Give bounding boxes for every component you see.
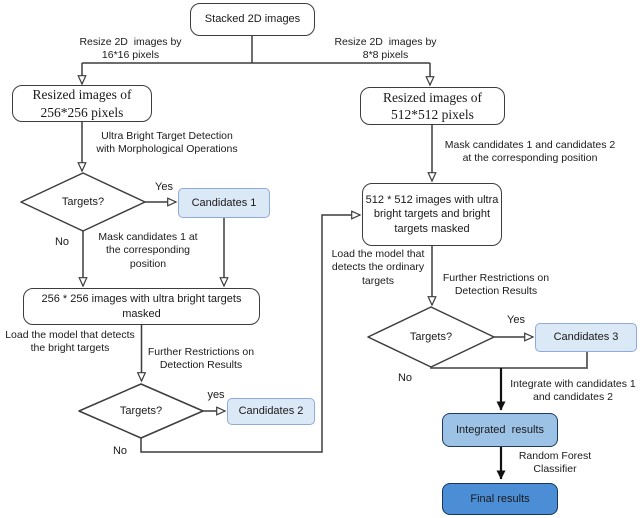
decision-1-label: Targets?: [61, 196, 105, 208]
no-label-3: No: [397, 372, 413, 384]
yes-label-2: yes: [207, 389, 225, 401]
edge-label-integrate: Integrate with candidates 1 and candidat…: [510, 378, 636, 404]
edge-label-resize-8: Resize 2D images by 8*8 pixels: [334, 36, 437, 62]
no-label-2: No: [112, 445, 128, 457]
node-final-results: Final results: [442, 483, 558, 515]
no-label-1: No: [54, 236, 70, 248]
edge-label-further-restrictions-2: Further Restrictions on Detection Result…: [442, 272, 550, 298]
decision-diamond-3: [367, 306, 495, 368]
node-masked-512: 512 * 512 images with ultra bright targe…: [362, 183, 502, 246]
edge-label-random-forest: Random Forest Classifier: [518, 450, 592, 476]
edge-label-mask-candidates-1-2: Mask candidates 1 and candidates 2 at th…: [444, 139, 616, 165]
decision-diamond-2: [78, 383, 204, 439]
node-resized-512: Resized images of 512*512 pixels: [360, 87, 505, 125]
node-candidates-2: Candidates 2: [227, 398, 315, 425]
node-integrated-results: Integrated results: [442, 413, 558, 447]
edge-label-mask-candidates-1: Mask candidates 1 at the corresponding p…: [98, 231, 198, 270]
decision-3-label: Targets?: [409, 331, 453, 343]
yes-label-3: Yes: [507, 314, 525, 326]
edge-label-ultra-bright-detection: Ultra Bright Target Detection with Morph…: [96, 130, 238, 156]
node-candidates-3: Candidates 3: [535, 323, 637, 352]
node-masked-256: 256 * 256 images with ultra bright targe…: [23, 288, 260, 325]
node-stacked-2d-images: Stacked 2D images: [190, 3, 315, 36]
edge-label-load-bright-model: Load the model that detects the bright t…: [5, 329, 135, 355]
edge-label-resize-16: Resize 2D images by 16*16 pixels: [79, 36, 182, 62]
decision-2-label: Targets?: [119, 405, 163, 417]
node-candidates-1: Candidates 1: [178, 188, 270, 218]
edge-label-further-restrictions-1: Further Restrictions on Detection Result…: [147, 346, 255, 372]
edge-label-load-ordinary-model: Load the model that detects the ordinary…: [331, 248, 425, 287]
yes-label-1: Yes: [155, 181, 173, 193]
node-resized-256: Resized images of 256*256 pixels: [12, 85, 152, 122]
decision-diamond-1: [20, 172, 146, 232]
flow-edges: [82, 36, 533, 453]
edge-decision2-no-to-masked512: [140, 215, 360, 453]
